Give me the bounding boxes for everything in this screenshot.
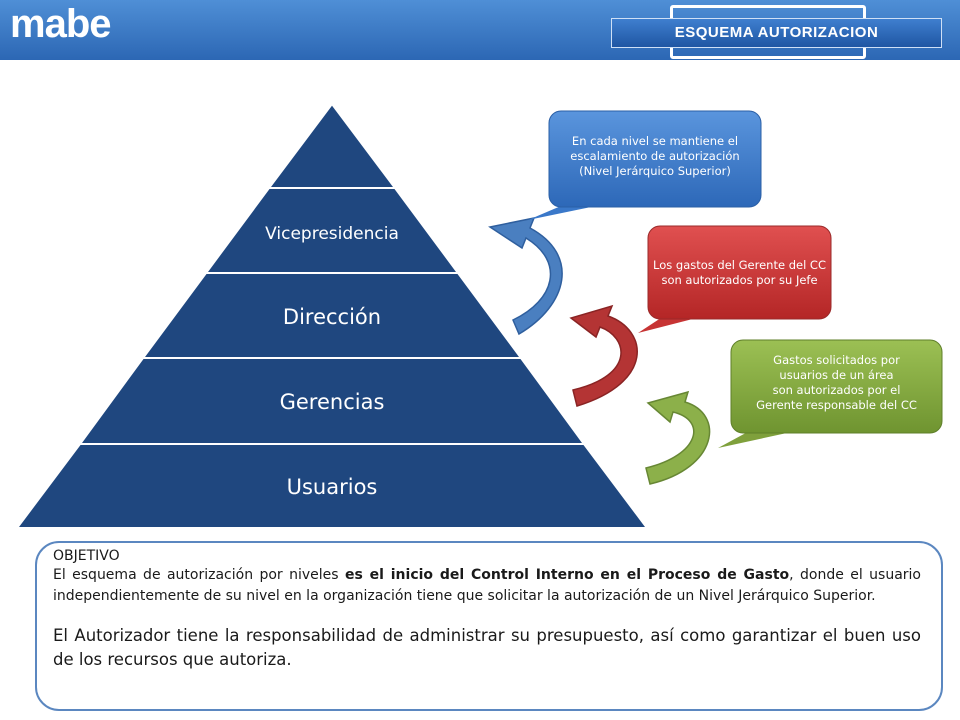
callout-blue-line-2: escalamiento de autorización [570,149,740,163]
callout-blue-line-3: (Nivel Jerárquico Superior) [579,164,731,178]
callout-red-line-1: Los gastos del Gerente del CC [653,258,826,272]
objective-heading: OBJETIVO [53,548,120,564]
arrow-green-icon [645,390,711,485]
callout-red-text: Los gastos del Gerente del CC son autori… [648,258,831,288]
callout-blue-line-1: En cada nivel se mantiene el [571,134,739,148]
callout-green-line-4: Gerente responsable del CC [756,398,917,412]
page-title: ESQUEMA AUTORIZACION [611,18,942,48]
level-label-gerencias: Gerencias [280,390,385,414]
mabe-logo: mabe [10,2,111,46]
authorization-diagram: Vicepresidencia Dirección Gerencias Usua… [15,102,943,529]
level-label-direccion: Dirección [283,305,381,329]
objective-box: OBJETIVO El esquema de autorización por … [35,541,943,711]
arrow-red-icon [569,304,638,407]
objective-p1-end: , donde el usuario independientemente de… [53,567,921,604]
callout-green-line-3: son autorizados por el [772,383,901,397]
arrow-blue-icon [488,216,563,336]
objective-paragraph-2: El Autorizador tiene la responsabilidad … [53,626,921,669]
objective-paragraph-1: El esquema de autorización por niveles e… [53,565,921,607]
callout-green-text: Gastos solicitados por usuarios de un ár… [731,353,942,413]
pyramid-level-usuarios [15,443,649,529]
objective-p1-start: El esquema de autorización por niveles [53,567,345,583]
callout-green [718,339,943,448]
callout-blue [528,110,762,220]
objective-p1-emphasis: es el inicio del Control Interno en el P… [344,567,790,583]
callout-blue-text: En cada nivel se mantiene el escalamient… [549,134,761,179]
callout-green-line-1: Gastos solicitados por [773,353,900,367]
callout-green-line-2: usuarios de un área [779,368,894,382]
pyramid: Vicepresidencia Dirección Gerencias Usua… [15,102,649,529]
level-label-vicepresidencia: Vicepresidencia [265,224,399,244]
level-label-usuarios: Usuarios [287,475,378,499]
callout-red-line-2: son autorizados por su Jefe [661,273,818,287]
callout-red [638,225,832,333]
pyramid-level-apex [267,102,397,189]
